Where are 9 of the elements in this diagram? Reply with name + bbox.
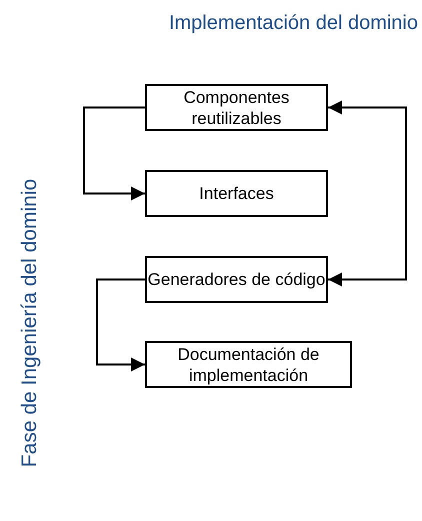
arrow [83, 106, 145, 200]
title: Implementación del dominio [168, 11, 418, 36]
process-box: Interfaces [145, 170, 328, 217]
arrow [96, 278, 145, 372]
vertical-label: Fase de Ingeniería del dominio [17, 178, 42, 470]
process-box: Generadores de código [145, 256, 328, 303]
process-box: Documentación de implementación [145, 341, 352, 388]
process-box: Componentes reutilizables [145, 84, 328, 131]
arrow [328, 100, 407, 286]
